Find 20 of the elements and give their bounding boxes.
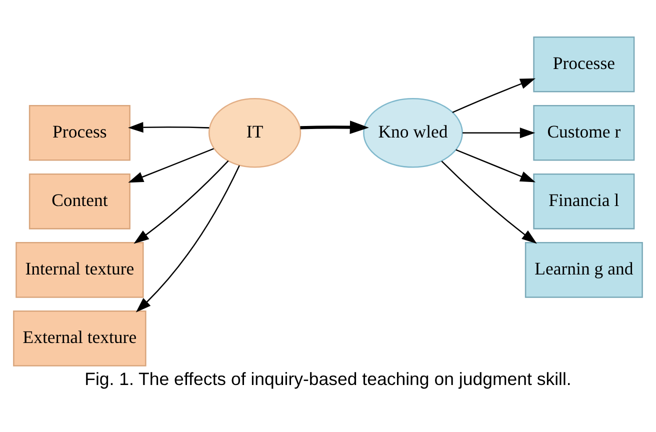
arrow <box>136 165 240 312</box>
arrow <box>456 149 536 182</box>
arrow <box>462 128 536 138</box>
node-box: Content <box>28 174 130 230</box>
node-box: Processe <box>533 36 635 92</box>
arrow <box>441 160 537 244</box>
node-box: Financia l <box>533 174 635 230</box>
arrow <box>128 122 210 133</box>
node-ellipse: Kno wled <box>363 98 463 168</box>
node-ellipse: IT <box>208 98 302 168</box>
node-box: Process <box>28 104 130 161</box>
arrow <box>300 120 369 134</box>
arrow <box>452 78 536 114</box>
arrow <box>128 148 214 183</box>
node-box: Learnin g and <box>524 242 643 298</box>
caption: Fig. 1. The effects of inquiry-based teaching on judgment skill. <box>84 369 572 390</box>
node-box: External texture <box>13 310 146 366</box>
node-box: Internal texture <box>16 242 144 298</box>
node-box: Custome r <box>533 104 635 161</box>
arrow <box>134 160 229 244</box>
